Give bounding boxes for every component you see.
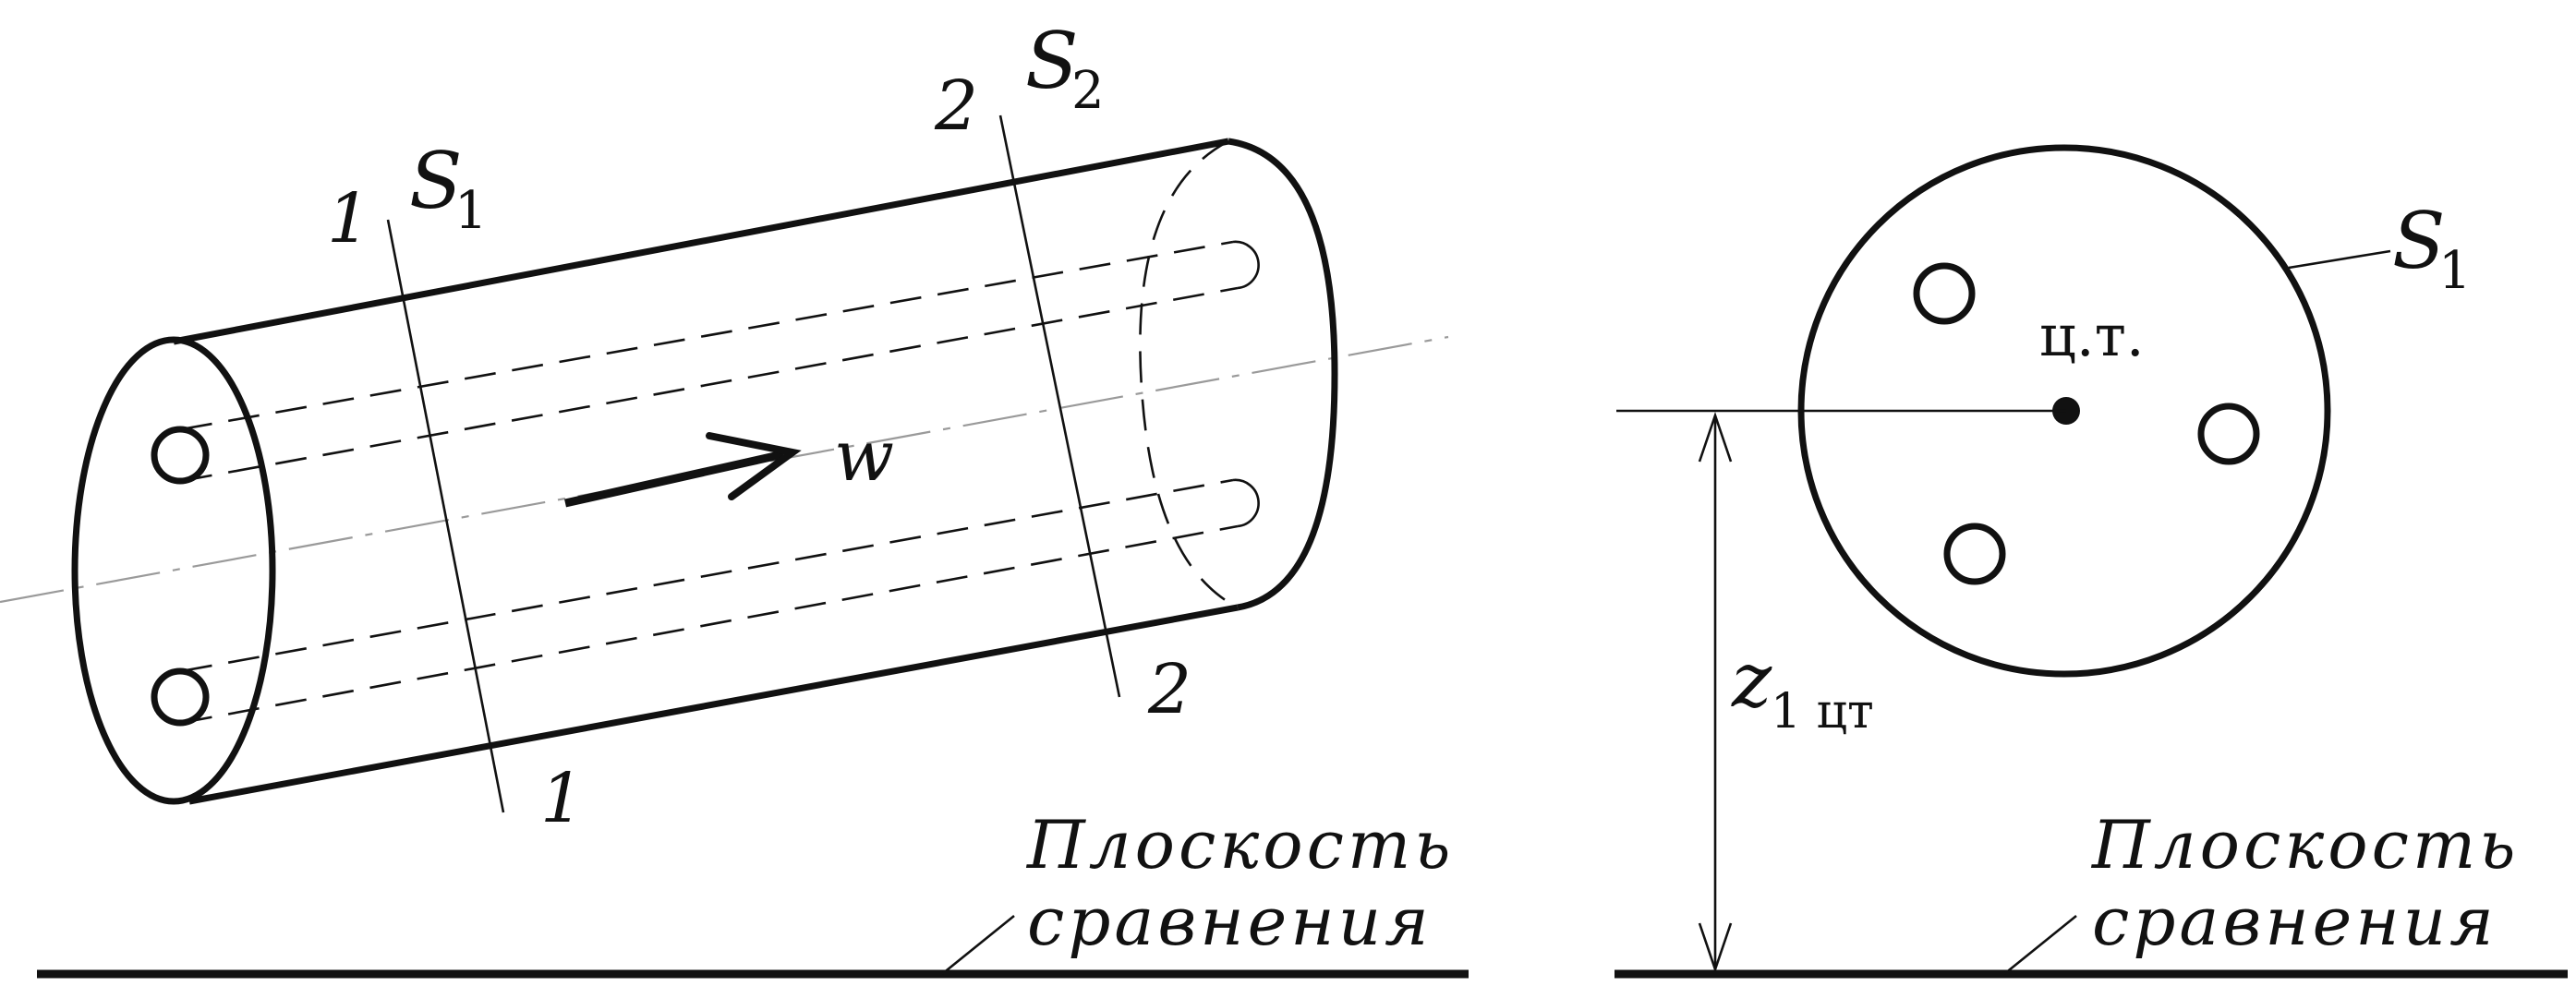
section-2-area-label: S 2 [1025, 16, 1105, 121]
streamline-dashed [180, 286, 1239, 483]
inlet-stream-hole-upper [151, 426, 210, 485]
tube-outlet-arc [1228, 138, 1338, 611]
reference-plane-leader-right [2003, 914, 2077, 976]
inlet-stream-hole-lower [151, 667, 210, 727]
area-leader-line [2288, 249, 2391, 270]
area-index: 1 [2438, 241, 2472, 301]
streamline-dashed [180, 240, 1234, 431]
velocity-arrow-shaft [564, 450, 784, 508]
streamline-dashed [180, 524, 1239, 725]
stream-hole [1943, 523, 2006, 585]
stream-hole [2197, 403, 2260, 465]
tube-top-edge [173, 138, 1229, 345]
reference-plane-label-line2: сравнения [2092, 883, 2497, 960]
center-of-gravity-label: ц.т. [2039, 302, 2145, 369]
section-1-line [386, 219, 505, 813]
reference-plane-label-line1: Плоскость [1025, 806, 1454, 884]
cross-section-figure: ц.т. S 1 z 1 цт Плоскость сравнения [1615, 144, 2568, 979]
height-letter: z [1731, 637, 1772, 725]
reference-plane-leader-left [941, 914, 1015, 976]
section-1-bottom-number: 1 [540, 759, 584, 838]
area-letter: S [1025, 16, 1079, 106]
streamline-dashed [180, 478, 1234, 673]
tube-inlet-ellipse [71, 336, 276, 805]
cross-section-area-label: S 1 [2392, 196, 2472, 301]
section-2-top-number: 2 [934, 66, 978, 146]
velocity-arrow-head [706, 432, 802, 500]
height-arrow-bottom [1698, 922, 1733, 974]
section-2-bottom-number: 2 [1147, 650, 1191, 729]
height-label: z 1 цт [1731, 637, 1874, 739]
outlet-stream-end-lower [1232, 478, 1260, 528]
velocity-label: w [834, 415, 894, 497]
reference-plane-label-line1: Плоскость [2090, 806, 2519, 884]
outlet-stream-end-upper [1232, 240, 1260, 290]
area-index: 1 [454, 181, 488, 241]
reference-plane-label-line2: сравнения [1027, 883, 1433, 960]
tube-outlet-hidden-arc [1139, 139, 1239, 609]
stream-tube-figure: 1 1 S 1 2 2 S 2 w Плоскость сравнения [0, 16, 1469, 979]
stream-hole [1913, 262, 1976, 325]
section-2-line [998, 114, 1121, 698]
tube-bottom-edge [188, 604, 1239, 805]
height-index: 1 цт [1771, 684, 1874, 739]
section-1-top-number: 1 [327, 179, 370, 259]
area-letter: S [2392, 196, 2446, 286]
area-letter: S [409, 136, 463, 226]
area-index: 2 [1071, 61, 1105, 121]
height-arrow-top [1698, 411, 1733, 463]
section-1-area-label: S 1 [409, 136, 488, 241]
